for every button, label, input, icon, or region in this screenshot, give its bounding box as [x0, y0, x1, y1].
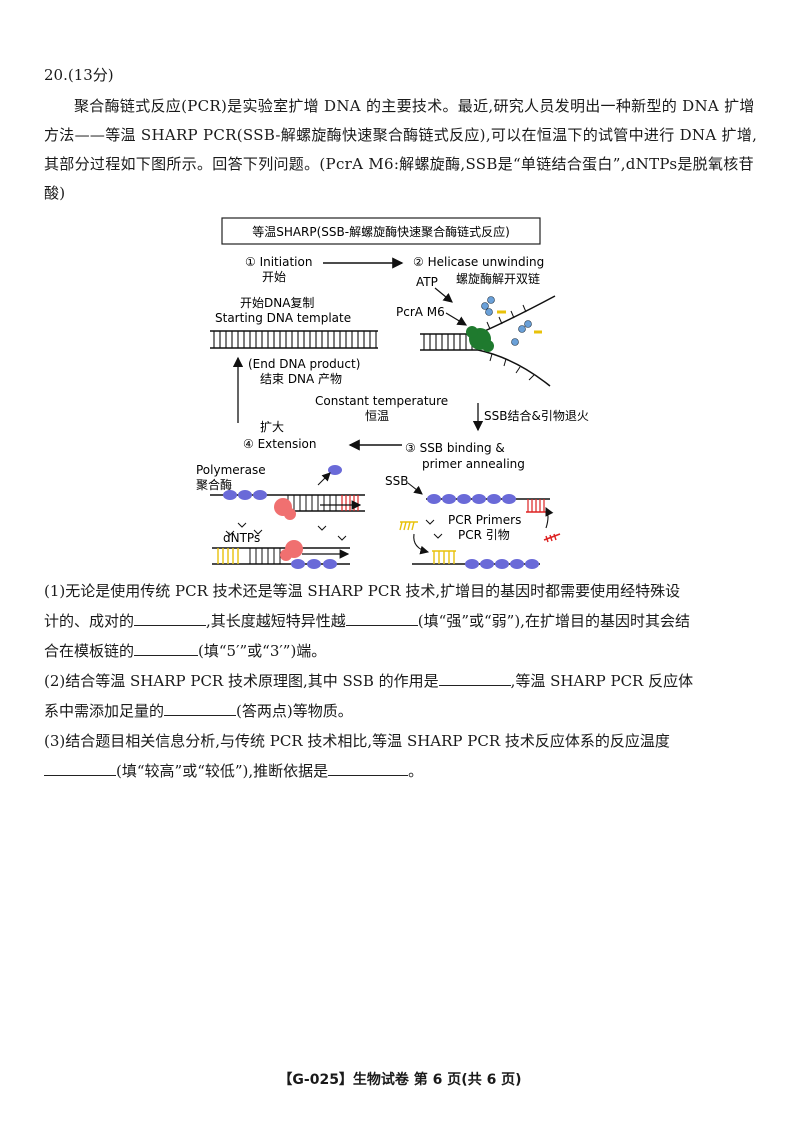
sub1-line-a: (1)无论是使用传统 PCR 技术还是等温 SHARP PCR 技术,扩增目的基… [44, 582, 681, 600]
sub3-line-b: (填“较高”或“较低”),推断依据是 。 [44, 760, 423, 781]
dntp-molecules-right [425, 519, 443, 539]
figure-title-box [221, 217, 541, 245]
step3-label-en-b: primer annealing [422, 457, 525, 471]
polymerase-enzymes [274, 498, 303, 561]
free-primers [399, 521, 561, 543]
polymerase-label-cn: 聚合酶 [196, 477, 232, 492]
helicase-pcra-m6 [466, 326, 494, 352]
sub2-text-a1: (2)结合等温 SHARP PCR 技术原理图,其中 SSB 的作用是 [44, 672, 439, 690]
atp-molecules [481, 296, 542, 346]
figure-title: 等温SHARP(SSB-解螺旋酶快速聚合酶链式反应) [252, 224, 510, 239]
dntp-molecules [225, 522, 347, 541]
answer-blank-temperature[interactable] [44, 760, 116, 776]
constant-temperature-label-en: Constant temperature [315, 394, 448, 408]
primers-label-en: PCR Primers [448, 513, 521, 527]
answer-blank-end[interactable] [134, 640, 199, 656]
answer-blank-specificity[interactable] [345, 610, 418, 626]
sub2-text-a2: ,等温 SHARP PCR 反应体 [510, 672, 694, 690]
atp-label: ATP [416, 275, 438, 289]
step1-label-cn: 开始 [262, 270, 286, 284]
constant-temperature-label-cn: 恒温 [365, 409, 389, 423]
start-label-en: Starting DNA template [215, 311, 351, 325]
sub3-line-a: (3)结合题目相关信息分析,与传统 PCR 技术相比,等温 SHARP PCR … [44, 732, 670, 750]
ssb-proteins-extension [223, 465, 342, 569]
answer-blank-ssb-role[interactable] [438, 670, 511, 686]
starting-dna-template [210, 330, 378, 349]
annealing-arrows [413, 507, 554, 555]
arrow-pcra [445, 312, 468, 326]
ssb-annealing-label-cn: SSB结合&引物退火 [484, 408, 589, 423]
ssb-proteins-annealing [427, 494, 539, 569]
question-number: 20.(13分) [44, 66, 114, 84]
sub3-text-b1: (填“较高”或“较低”),推断依据是 [116, 762, 329, 780]
step4-label-cn: 扩大 [260, 420, 284, 434]
sub1-line-b: 计的、成对的 ,其长度越短特异性越 (填“强”或“弱”),在扩增目的基因时其会结 [44, 610, 690, 631]
answer-blank-reason[interactable] [328, 760, 409, 776]
step2-label-cn: 螺旋酶解开双链 [456, 271, 540, 286]
arrow-ssb-release [317, 472, 331, 486]
sub1-text-c2: (填“5′”或“3′”)端。 [198, 642, 327, 660]
answer-blank-substances[interactable] [164, 700, 237, 716]
sub2-line-a: (2)结合等温 SHARP PCR 技术原理图,其中 SSB 的作用是 ,等温 S… [44, 670, 693, 691]
sub1-text-b3: (填“强”或“弱”),在扩增目的基因时其会结 [417, 612, 690, 630]
arrow-ssb [407, 482, 423, 495]
ssb-label: SSB [385, 474, 408, 488]
sub1-text-c1: 合在模板链的 [44, 642, 135, 660]
arrow-atp [434, 287, 453, 303]
step1-label-en: ① Initiation [245, 255, 312, 269]
question-intro: 聚合酶链式反应(PCR)是实验室扩增 DNA 的主要技术。最近,研究人员发明出一… [44, 97, 758, 202]
page-footer: 【G-025】生物试卷 第 6 页(共 6 页) [278, 1072, 522, 1088]
answer-blank-primer[interactable] [134, 610, 207, 626]
step3-label-en-a: ③ SSB binding & [405, 441, 505, 455]
sub3-text-b2: 。 [408, 762, 424, 780]
sub1-text-b1: 计的、成对的 [44, 612, 135, 630]
sub2-line-b: 系中需添加足量的 (答两点)等物质。 [44, 700, 353, 721]
pcra-label: PcrA M6 [396, 305, 445, 319]
step4-label-en: ④ Extension [243, 437, 316, 451]
primers-label-cn: PCR 引物 [458, 528, 510, 542]
sub2-text-b1: 系中需添加足量的 [44, 702, 165, 720]
end-product-label-cn: 结束 DNA 产物 [260, 372, 342, 386]
polymerase-label-en: Polymerase [196, 463, 266, 477]
sub1-text-b2: ,其长度越短特异性越 [206, 612, 346, 630]
sub2-text-b2: (答两点)等物质。 [236, 702, 353, 720]
dntps-label: dNTPs [223, 531, 260, 545]
end-product-label-en: (End DNA product) [248, 357, 360, 371]
sub1-line-c: 合在模板链的 (填“5′”或“3′”)端。 [44, 640, 326, 661]
start-label-cn: 开始DNA复制 [240, 296, 314, 310]
sharp-pcr-diagram: 等温SHARP(SSB-解螺旋酶快速聚合酶链式反应) ① Initiation … [196, 217, 589, 569]
step2-label-en: ② Helicase unwinding [413, 255, 544, 269]
